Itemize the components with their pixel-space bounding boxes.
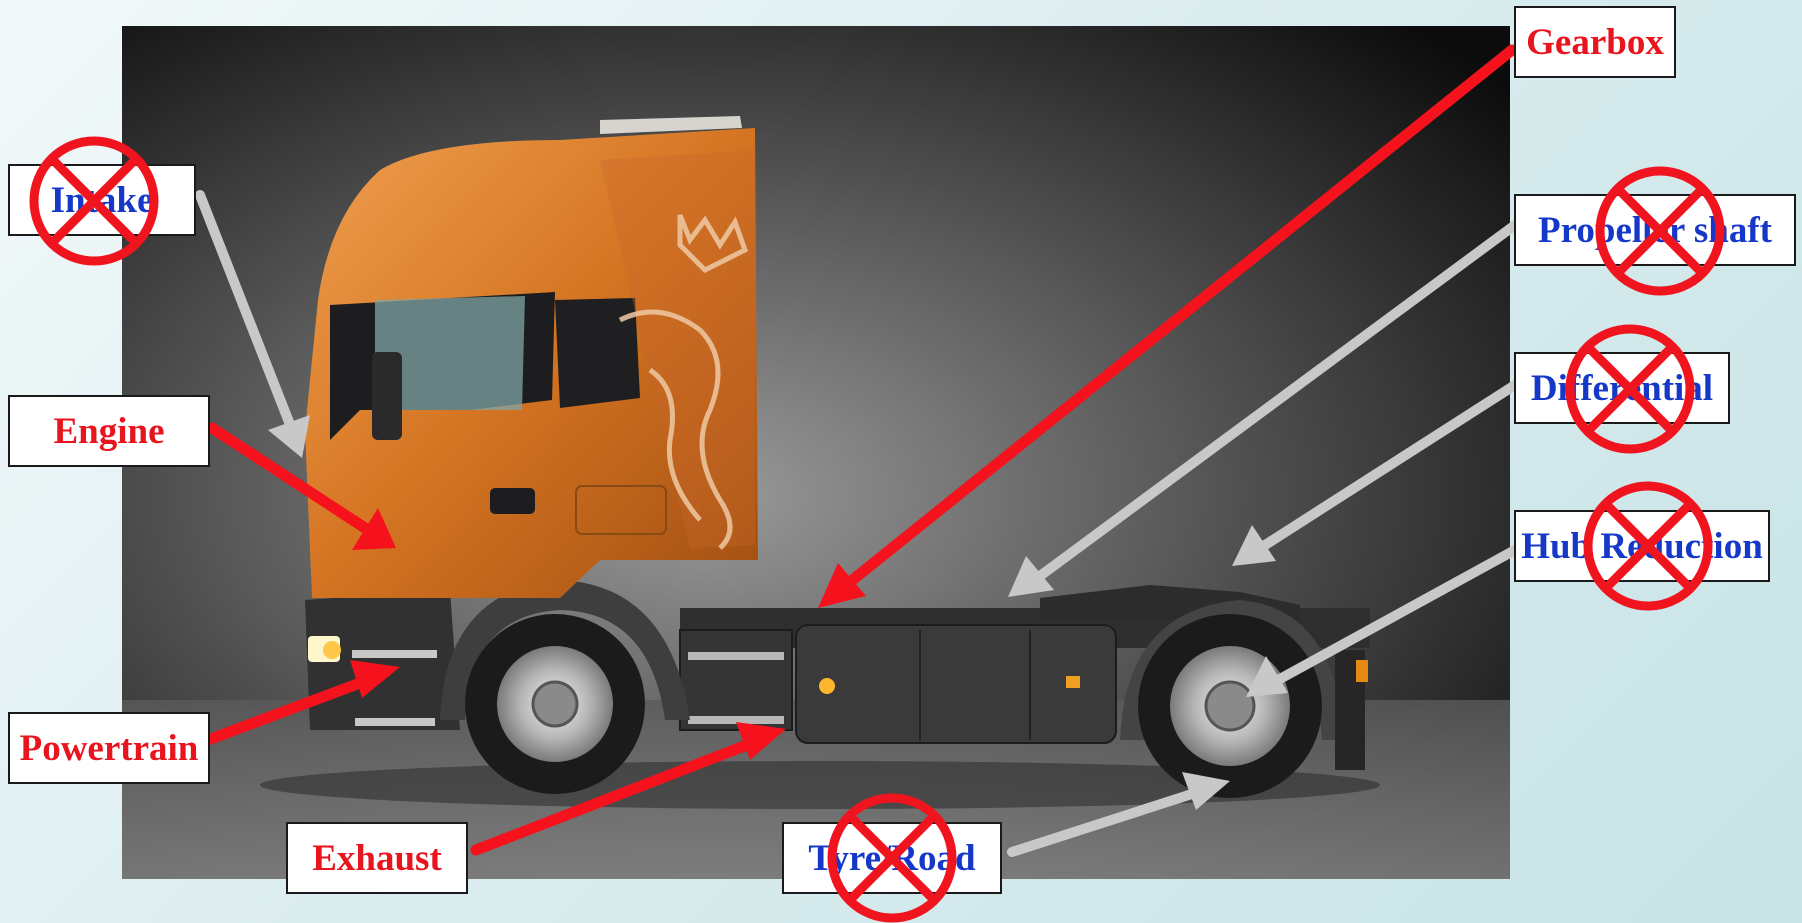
side-mirror — [372, 352, 402, 440]
rear-wheel — [1138, 614, 1322, 798]
front-wheel — [465, 614, 645, 794]
label-hub-reduction: Hub Reduction — [1514, 510, 1770, 582]
label-propeller-shaft: Propeller shaft — [1514, 194, 1796, 266]
label-differential: Differential — [1514, 352, 1730, 424]
label-intake: Intake — [8, 164, 196, 236]
label-gearbox: Gearbox — [1514, 6, 1676, 78]
label-tyre-road: Tyre/Road — [782, 822, 1002, 894]
label-exhaust: Exhaust — [286, 822, 468, 894]
step-box — [680, 630, 792, 730]
label-engine: Engine — [8, 395, 210, 467]
label-powertrain: Powertrain — [8, 712, 210, 784]
